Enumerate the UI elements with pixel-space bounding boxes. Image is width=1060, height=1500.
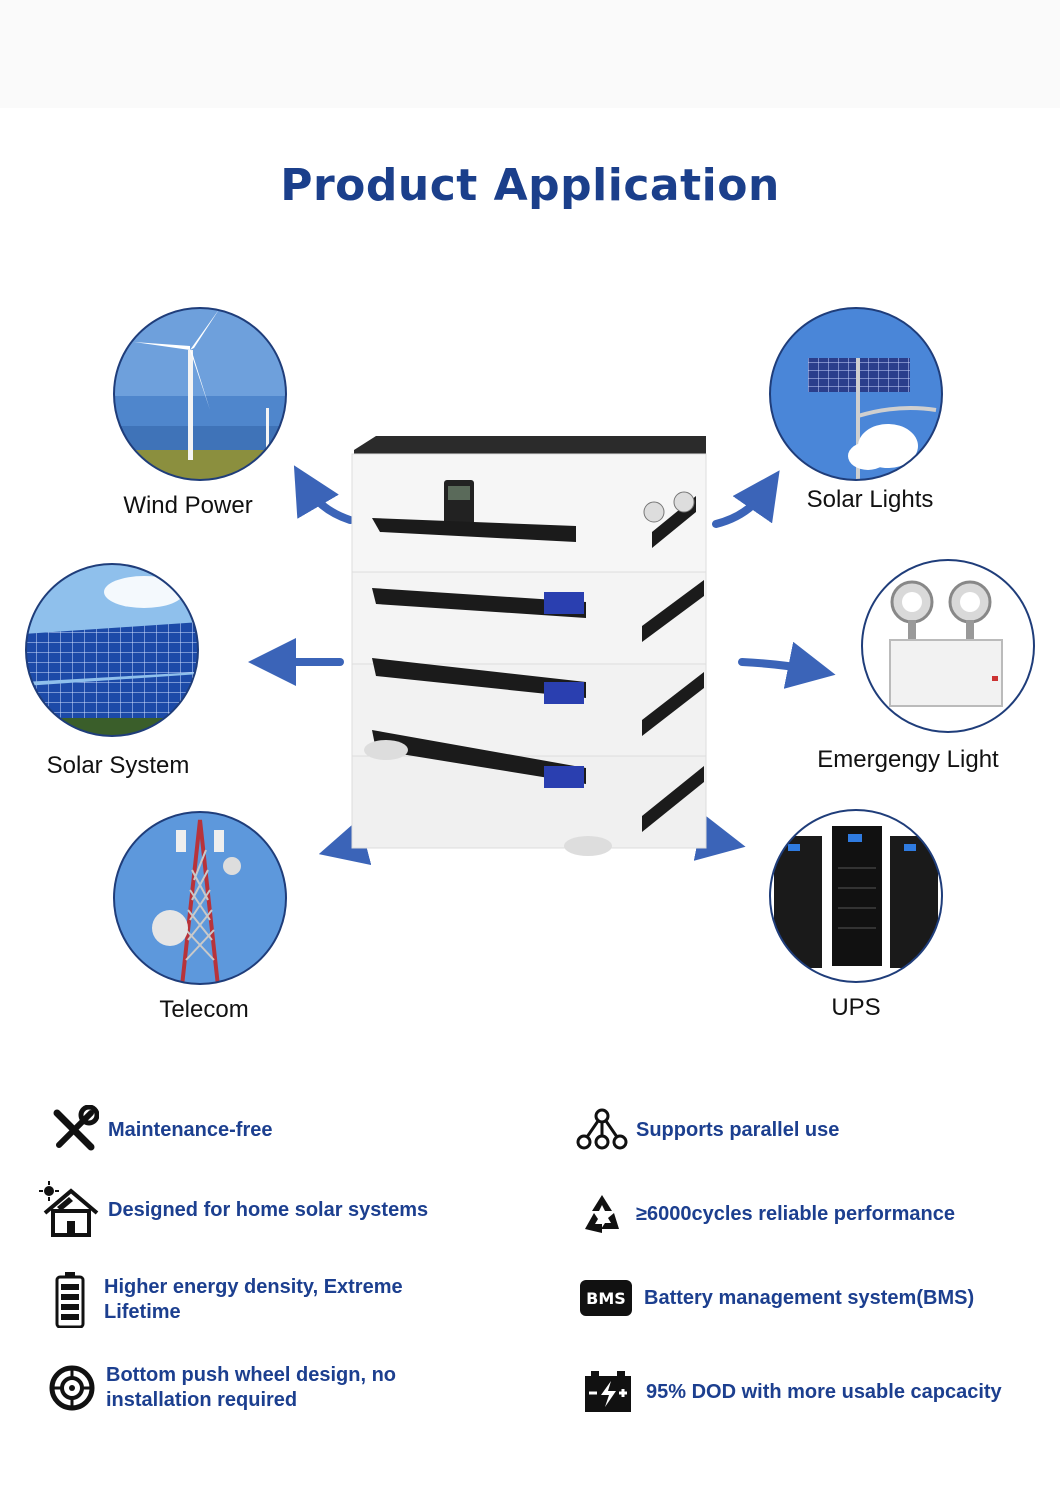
feature-text: Bottom push wheel design, no installatio… [106, 1364, 396, 1411]
telecom-tower-icon [112, 810, 288, 986]
wind-turbine-icon [112, 306, 288, 482]
bms-badge-text: BMS [580, 1280, 632, 1316]
app-label-emergency-light: Emergengy Light [817, 746, 999, 773]
feature-text: Higher energy density, Extreme Lifetime [104, 1276, 403, 1323]
battery-stack-image [351, 436, 707, 856]
feature-text: Battery management system(BMS) [644, 1286, 975, 1309]
battery-icon [42, 1272, 98, 1328]
wrench-screwdriver-icon [46, 1102, 102, 1158]
parallel-nodes-icon [574, 1102, 630, 1158]
bms-badge-icon: BMS [578, 1270, 634, 1326]
feature-text: Supports parallel use [636, 1118, 840, 1141]
battery-charge-icon [580, 1364, 636, 1420]
app-label-solar-lights: Solar Lights [806, 486, 934, 513]
page-title: Product Application [280, 160, 780, 211]
recycle-icon [574, 1186, 630, 1242]
solar-panel-field-icon [24, 562, 200, 738]
feature-cycles: ≥6000cycles reliable performance [574, 1186, 1034, 1242]
feature-parallel-use: Supports parallel use [574, 1102, 1034, 1158]
feature-energy-density: Higher energy density, Extreme Lifetime [42, 1272, 462, 1328]
feature-push-wheel: Bottom push wheel design, no installatio… [44, 1360, 464, 1416]
feature-text: ≥6000cycles reliable performance [636, 1202, 955, 1225]
arrow-emergency [738, 641, 836, 689]
emergency-light-icon [860, 558, 1036, 734]
feature-maintenance-free: Maintenance-free [46, 1102, 506, 1158]
feature-text: Maintenance-free [108, 1118, 273, 1141]
feature-text: 95% DOD with more usable capcacity [646, 1380, 1002, 1403]
app-label-ups: UPS [831, 994, 881, 1021]
feature-bms: BMS Battery management system(BMS) [578, 1270, 1038, 1326]
solar-street-light-icon [768, 306, 944, 482]
solar-house-icon [38, 1181, 102, 1238]
ups-server-icon [768, 808, 944, 984]
app-label-solar-system: Solar System [46, 752, 190, 779]
feature-home-solar: Designed for home solar systems [38, 1181, 538, 1238]
wheel-icon [44, 1360, 100, 1416]
feature-dod: 95% DOD with more usable capcacity [580, 1364, 1040, 1420]
app-label-telecom: Telecom [159, 996, 249, 1023]
feature-text: Designed for home solar systems [108, 1198, 429, 1221]
top-band [0, 0, 1060, 108]
app-label-wind: Wind Power [123, 492, 253, 519]
